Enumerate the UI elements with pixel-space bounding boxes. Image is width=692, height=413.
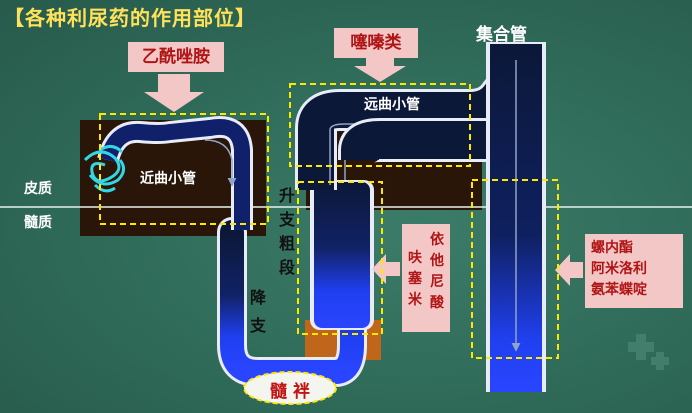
furosemide-label: 呋塞米 (406, 248, 424, 311)
loop-label: 髓 袢 (254, 377, 326, 402)
loop-diuretic-arrow (372, 254, 400, 284)
ethacrynic-acid-label: 依他尼酸 (428, 230, 446, 314)
ascending-thick-limb (314, 182, 370, 328)
thiazide-box: 噻嗪类 (334, 28, 418, 58)
proximal-tubule-label: 近曲小管 (140, 168, 196, 188)
distal-tubule-label: 远曲小管 (364, 94, 420, 114)
medulla-label: 髓质 (24, 212, 52, 232)
ascending-thick-label: 升支粗段 (277, 184, 297, 280)
k-sparing-box: 螺内酯 阿米洛利 氨苯蝶啶 (585, 234, 683, 308)
descending-label: 降支 (248, 284, 268, 340)
spironolactone-label: 螺内酯 (591, 238, 677, 259)
acetazolamide-box: 乙酰唑胺 (128, 42, 224, 72)
thiazide-arrow (354, 58, 406, 82)
k-sparing-arrow (555, 254, 583, 286)
cortex-label: 皮质 (24, 178, 52, 198)
decor-crosses (628, 334, 669, 370)
loop-diuretic-box: 呋塞米 依他尼酸 (402, 224, 450, 332)
triamterene-label: 氨苯蝶啶 (591, 280, 677, 301)
amiloride-label: 阿米洛利 (591, 259, 677, 280)
acetazolamide-arrow (144, 74, 204, 112)
collecting-duct-label: 集合管 (476, 20, 527, 45)
